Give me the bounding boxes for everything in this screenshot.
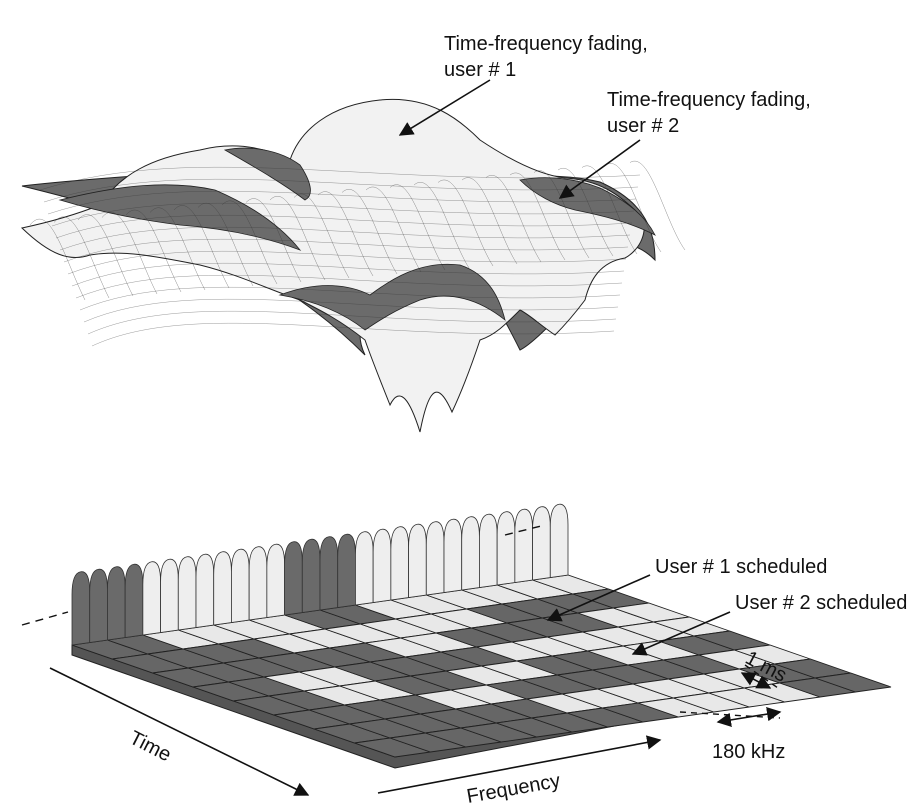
- subcarrier-bumps: [71, 503, 569, 646]
- subcarrier-bump: [89, 568, 108, 643]
- subcarrier-bump: [319, 536, 339, 611]
- subcarrier-bump: [514, 508, 533, 583]
- mesh-line: [87, 310, 617, 335]
- subcarrier-bump: [231, 548, 250, 623]
- user2-scheduled-label: User # 2 scheduled: [735, 592, 907, 614]
- user1-scheduled-pointer: [546, 574, 651, 622]
- fading-user1-label-line1: Time-frequency fading,: [444, 33, 648, 55]
- time-axis-label: Time: [126, 727, 175, 766]
- subcarrier-bump: [408, 523, 427, 598]
- mesh-line: [51, 202, 635, 227]
- bandwidth-label: 180 kHz: [712, 741, 785, 763]
- mesh-line: [83, 298, 619, 323]
- frequency-axis-arrow: [377, 735, 662, 794]
- user1-scheduled-label: User # 1 scheduled: [655, 556, 827, 578]
- fading-fold-1: [58, 184, 302, 251]
- mesh-line: [75, 274, 623, 299]
- subcarrier-bump: [266, 543, 285, 618]
- subcarrier-bump: [372, 528, 392, 603]
- subcarrier-bump: [195, 553, 215, 628]
- subcarrier-bump: [71, 571, 91, 646]
- mesh-line: [67, 250, 627, 275]
- fading-surfaces: [20, 98, 686, 433]
- subcarrier-bump: [549, 503, 569, 578]
- subcarrier-bump: [248, 546, 268, 621]
- subcarrier-bump: [284, 541, 303, 616]
- dash-1ms: [744, 664, 779, 689]
- fading-fold-2: [223, 147, 311, 201]
- mesh-line: [47, 190, 637, 215]
- fading-user1-pointer: [398, 79, 491, 136]
- fading-user1-label-line2: user # 1: [444, 59, 516, 81]
- subcarrier-bump: [390, 526, 409, 601]
- frequency-axis-label: Frequency: [465, 770, 562, 808]
- mesh-line: [91, 322, 615, 347]
- subcarrier-bump: [107, 566, 126, 641]
- subcarrier-bump: [443, 518, 463, 593]
- subcarrier-bump: [177, 556, 197, 631]
- subcarrier-bump: [142, 561, 161, 636]
- subcarrier-bump: [213, 551, 232, 626]
- subcarrier-bump: [479, 513, 498, 588]
- grid-cell-user2: [815, 672, 892, 693]
- subcarrier-bump: [160, 558, 179, 633]
- subcarrier-bump: [124, 563, 144, 638]
- mesh-line: [629, 160, 686, 251]
- fading-user2-pointer: [558, 139, 641, 199]
- bandwidth-arrow: [716, 706, 782, 728]
- mesh-line: [71, 262, 625, 287]
- scheduling-grid: [21, 503, 892, 769]
- subcarrier-bump: [496, 511, 516, 586]
- dash-180khz: [679, 711, 781, 719]
- fading-surface-user1: [20, 98, 645, 433]
- fading-user2-label-line1: Time-frequency fading,: [607, 89, 811, 111]
- mesh-line: [79, 286, 621, 311]
- fading-user2-label-line2: user # 2: [607, 115, 679, 137]
- subcarrier-bump: [461, 516, 480, 591]
- time-axis-arrow: [49, 667, 310, 796]
- subcarrier-bump: [301, 538, 321, 613]
- subcarrier-bump: [532, 506, 551, 581]
- subcarrier-bump: [425, 521, 445, 596]
- fading-fold-3: [278, 263, 506, 331]
- tti-arrow: [740, 672, 772, 689]
- mesh-line: [39, 166, 641, 191]
- dash-right: [504, 524, 546, 536]
- mesh-line: [43, 178, 639, 203]
- dash-left: [21, 611, 69, 626]
- subcarrier-bump: [355, 531, 374, 606]
- grid-cells: [71, 574, 892, 758]
- fading-fold-4: [519, 177, 656, 236]
- user2-scheduled-pointer: [631, 611, 731, 656]
- subcarrier-bump: [337, 533, 356, 608]
- mesh-line: [59, 226, 631, 251]
- mesh-line: [63, 238, 629, 263]
- mesh-line: [55, 214, 633, 239]
